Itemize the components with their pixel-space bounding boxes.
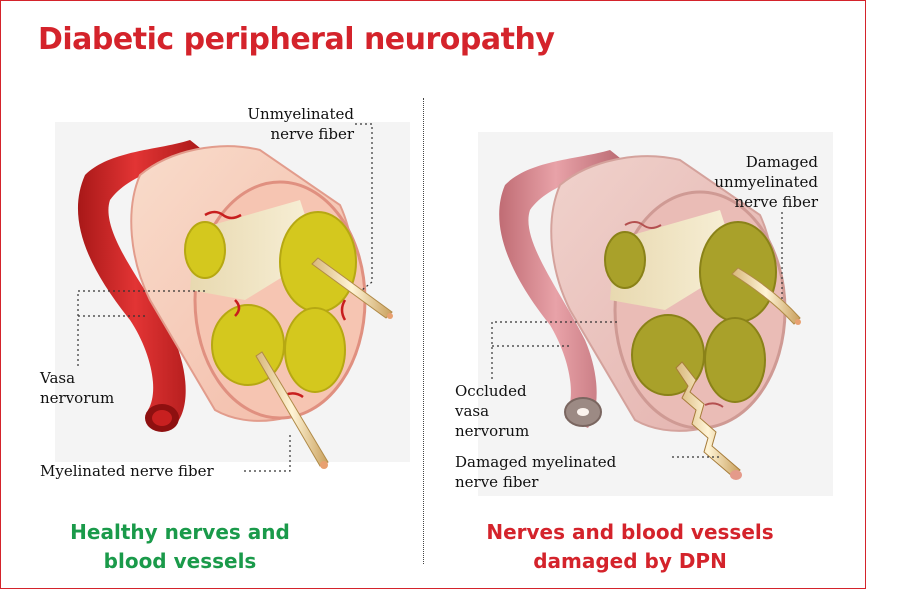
- healthy-illustration: [55, 122, 410, 469]
- damaged-illustration: [478, 132, 833, 496]
- label-vasa-nervorum: Vasa nervorum: [40, 369, 115, 407]
- label-damaged-myelinated-nerve-fiber: Damaged myelinated nerve fiber: [455, 453, 617, 491]
- unmyelinated-fiber: [311, 257, 393, 319]
- label-unmyelinated-nerve-fiber: Unmyelinated nerve fiber: [247, 105, 354, 143]
- panel-divider: [423, 98, 424, 564]
- leader-lines-left: [77, 123, 373, 472]
- frame-border: [0, 0, 866, 589]
- page-title: Diabetic peripheral neuropathy: [38, 22, 555, 57]
- myelinated-fiber: [255, 351, 329, 467]
- label-occluded-vasa-nervorum: Occluded vasa nervorum: [455, 382, 530, 440]
- fiber-bundle: [190, 200, 318, 300]
- leader-lines-right: [491, 212, 783, 458]
- damaged-unmyelinated-fiber: [731, 267, 801, 325]
- label-damaged-unmyelinated-nerve-fiber: Damaged unmyelinated nerve fiber: [714, 153, 818, 211]
- blood-vessel: [77, 140, 205, 425]
- caption-damaged: Nerves and blood vessels damaged by DPN: [486, 520, 774, 573]
- caption-healthy: Healthy nerves and blood vessels: [70, 520, 290, 573]
- label-myelinated-nerve-fiber: Myelinated nerve fiber: [40, 462, 214, 480]
- capillaries: [204, 210, 347, 399]
